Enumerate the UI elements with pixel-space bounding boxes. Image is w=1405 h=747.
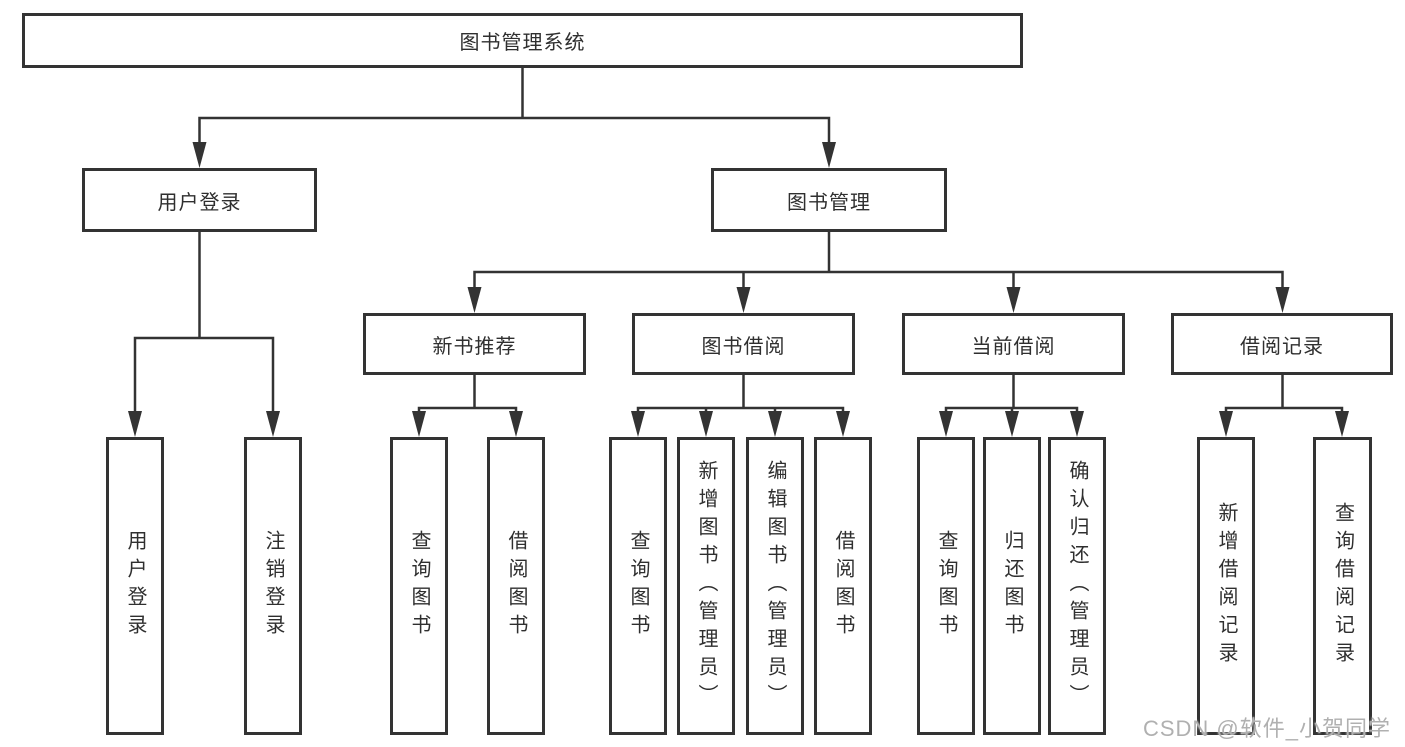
node-book-borrow-label: 图书借阅 <box>701 335 786 358</box>
leaf-edit-book-admin: 编辑图书（管理员） <box>746 437 804 735</box>
leaf-add-borrow-record: 新增借阅记录 <box>1197 437 1255 735</box>
watermark: CSDN @软件_小贺同学 <box>1142 716 1391 741</box>
leaf-query-books-borrow-label: 查询图书 <box>627 530 649 642</box>
leaf-logout-label: 注销登录 <box>262 530 284 642</box>
node-borrow-records-label: 借阅记录 <box>1240 335 1324 358</box>
leaf-borrow-books-recommend: 借阅图书 <box>487 437 545 735</box>
node-book-borrow: 图书借阅 <box>632 313 855 375</box>
leaf-user-login-label: 用户登录 <box>124 530 146 642</box>
node-new-book-recommend-label: 新书推荐 <box>432 335 517 358</box>
connector-paths <box>133 66 1344 417</box>
node-book-management-label: 图书管理 <box>787 191 871 214</box>
leaf-confirm-return-admin-label: 确认归还（管理员） <box>1066 460 1088 712</box>
leaf-return-book: 归还图书 <box>983 437 1041 735</box>
leaf-confirm-return-admin: 确认归还（管理员） <box>1048 437 1106 735</box>
node-user-login-label: 用户登录 <box>157 191 242 214</box>
leaf-logout: 注销登录 <box>244 437 302 735</box>
node-root: 图书管理系统 <box>22 13 1023 68</box>
leaf-query-books-recommend: 查询图书 <box>390 437 448 735</box>
arrowheads <box>128 142 1349 437</box>
leaf-query-books-borrow: 查询图书 <box>609 437 667 735</box>
leaf-edit-book-admin-label: 编辑图书（管理员） <box>764 460 786 712</box>
leaf-query-books-current-label: 查询图书 <box>935 530 957 642</box>
leaf-query-books-recommend-label: 查询图书 <box>408 530 430 642</box>
node-root-label: 图书管理系统 <box>459 32 586 54</box>
leaf-add-book-admin: 新增图书（管理员） <box>677 437 735 735</box>
leaf-user-login: 用户登录 <box>106 437 164 735</box>
leaf-borrow-books-recommend-label: 借阅图书 <box>505 530 527 642</box>
node-new-book-recommend: 新书推荐 <box>363 313 586 375</box>
leaf-add-book-admin-label: 新增图书（管理员） <box>695 460 717 712</box>
leaf-add-borrow-record-label: 新增借阅记录 <box>1215 502 1237 670</box>
leaf-return-book-label: 归还图书 <box>1001 530 1023 642</box>
leaf-query-books-current: 查询图书 <box>917 437 975 735</box>
leaf-query-borrow-record-label: 查询借阅记录 <box>1331 502 1354 670</box>
node-current-borrow: 当前借阅 <box>902 313 1125 375</box>
node-book-management: 图书管理 <box>711 168 947 232</box>
leaf-borrow-books: 借阅图书 <box>814 437 872 735</box>
leaf-query-borrow-record: 查询借阅记录 <box>1313 437 1372 735</box>
leaf-borrow-books-label: 借阅图书 <box>832 530 854 642</box>
node-user-login: 用户登录 <box>82 168 317 232</box>
node-current-borrow-label: 当前借阅 <box>971 335 1056 358</box>
node-borrow-records: 借阅记录 <box>1171 313 1393 375</box>
